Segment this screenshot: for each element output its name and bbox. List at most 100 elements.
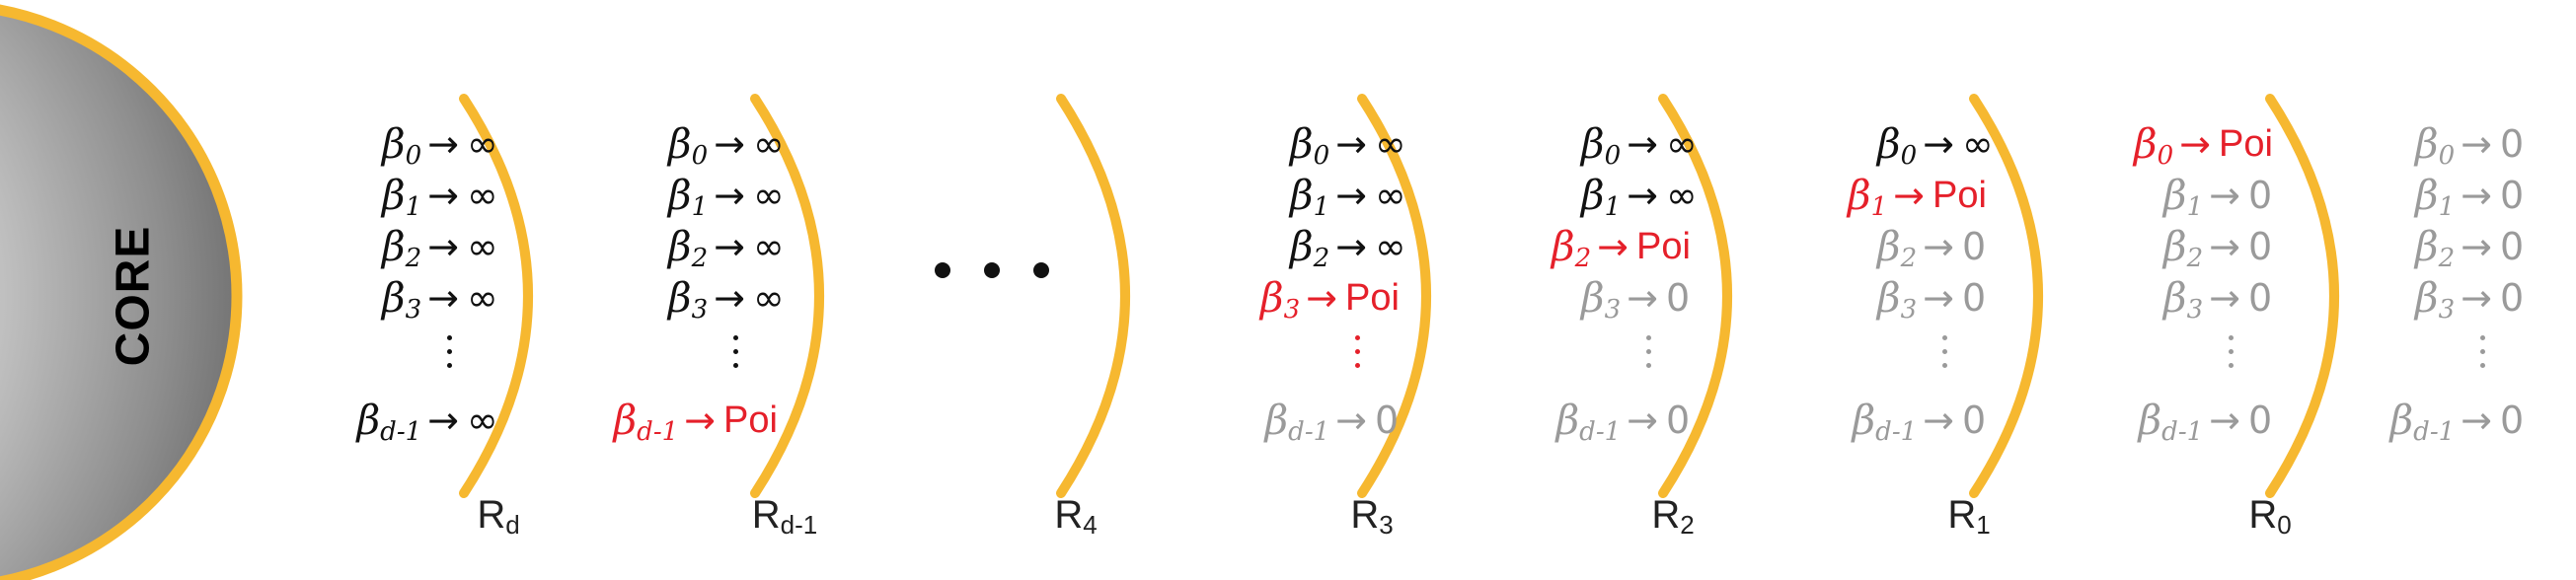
core-label: CORE <box>107 225 160 367</box>
arrow-icon: → <box>1627 276 1658 320</box>
beta-symbol: β <box>2138 397 2162 444</box>
shell-arc-3 <box>1357 94 1431 498</box>
beta-symbol: β <box>1580 274 1605 322</box>
limit-value: 0 <box>2500 174 2525 217</box>
arrow-icon: → <box>1923 122 1954 166</box>
beta-symbol: β <box>2162 223 2187 270</box>
limit-value: ∞ <box>467 225 498 268</box>
shell-arc-6 <box>2265 94 2339 498</box>
beta-symbol: β <box>1551 223 1575 270</box>
limit-value: 0 <box>2500 276 2525 320</box>
arrow-icon: → <box>1923 225 1954 268</box>
limit-value: 0 <box>2500 225 2525 268</box>
limit-value: ∞ <box>1375 225 1406 268</box>
arrow-icon: → <box>2461 276 2492 320</box>
beta-subscript: 0 <box>405 141 422 171</box>
beta-subscript: 3 <box>691 295 709 325</box>
beta-symbol: β <box>2162 274 2187 322</box>
arrow-icon: → <box>427 399 459 442</box>
arrow-icon: → <box>1306 276 1337 320</box>
beta-symbol: β <box>381 223 406 270</box>
beta-symbol: β <box>1289 223 1314 270</box>
ellipsis-dot <box>984 262 1000 278</box>
arrow-icon: → <box>1923 399 1954 442</box>
arrow-icon: → <box>1335 225 1367 268</box>
beta-symbol: β <box>1876 120 1901 168</box>
limit-value: 0 <box>2500 399 2525 442</box>
limit-value: 0 <box>1666 399 1691 442</box>
limit-value: Poi <box>1932 174 1987 216</box>
vertical-ellipsis <box>725 335 745 377</box>
beta-subscript: 2 <box>2186 244 2204 273</box>
beta-subscript: 1 <box>2186 192 2204 222</box>
beta-subscript: 2 <box>1900 244 1918 273</box>
beta-symbol: β <box>1876 274 1901 322</box>
beta-symbol: β <box>381 120 406 168</box>
vertical-ellipsis <box>1934 335 1954 377</box>
limit-value: Poi <box>723 399 778 441</box>
vertical-ellipsis <box>2221 335 2240 377</box>
beta-subscript: 2 <box>2438 244 2456 273</box>
limit-value: 0 <box>2500 122 2525 166</box>
shell-arcs <box>459 94 2339 498</box>
beta-subscript: d-1 <box>637 417 679 447</box>
vertical-ellipsis <box>439 335 459 377</box>
beta-subscript: 0 <box>2438 141 2456 171</box>
beta-subscript: 3 <box>405 295 422 325</box>
beta-subscript: 0 <box>1604 141 1622 171</box>
limit-value: ∞ <box>753 122 785 166</box>
limit-value: 0 <box>1666 276 1691 320</box>
limit-value: 0 <box>2248 399 2273 442</box>
arrow-icon: → <box>2209 174 2240 217</box>
arrow-icon: → <box>1627 122 1658 166</box>
beta-subscript: d-1 <box>380 417 422 447</box>
region-label: R0 <box>2248 493 2292 540</box>
limit-value: 0 <box>2248 276 2273 320</box>
beta-subscript: 3 <box>1604 295 1622 325</box>
beta-symbol: β <box>381 172 406 219</box>
beta-subscript: d-1 <box>1288 417 1330 447</box>
limit-value: ∞ <box>1375 122 1406 166</box>
shell-arc-2 <box>1056 94 1130 498</box>
core-sphere <box>0 4 243 580</box>
limit-value: ∞ <box>1962 122 1994 166</box>
ellipsis-dot <box>1033 262 1049 278</box>
arrow-icon: → <box>714 276 745 320</box>
arrow-icon: → <box>427 174 459 217</box>
arrow-icon: → <box>427 276 459 320</box>
arrow-icon: → <box>714 174 745 217</box>
beta-symbol: β <box>1876 223 1901 270</box>
region-label: R1 <box>1947 493 1991 540</box>
arrow-icon: → <box>1627 399 1658 442</box>
shell-arc-0 <box>459 94 533 498</box>
beta-subscript: 2 <box>405 244 422 273</box>
arrow-icon: → <box>1335 122 1367 166</box>
shell-arc-1 <box>750 94 824 498</box>
limit-value: Poi <box>2219 122 2273 165</box>
beta-subscript: 3 <box>2186 295 2204 325</box>
arrow-icon: → <box>714 225 745 268</box>
arrow-icon: → <box>684 399 716 442</box>
arrow-icon: → <box>1335 399 1367 442</box>
beta-subscript: 1 <box>1313 192 1330 222</box>
beta-symbol: β <box>2414 274 2439 322</box>
beta-subscript: 2 <box>691 244 709 273</box>
region-label: Rd <box>477 493 520 540</box>
